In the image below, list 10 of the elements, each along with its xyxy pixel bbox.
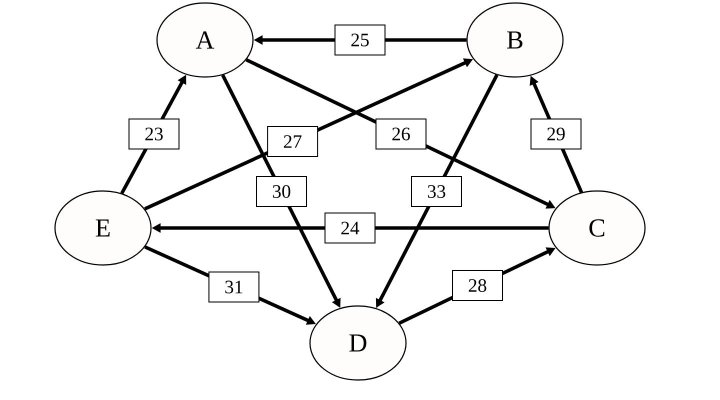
edge-label: 23 [128, 118, 180, 150]
edge-label: 30 [256, 176, 307, 207]
edge-label: 27 [267, 126, 318, 157]
edge-label: 26 [376, 118, 426, 150]
edge-label: 33 [411, 176, 462, 207]
edge-label: 28 [452, 270, 503, 301]
edge-label: 29 [530, 118, 582, 150]
edge-label: 25 [334, 24, 386, 56]
edge-label: 31 [208, 272, 260, 303]
edge-label: 24 [324, 212, 376, 244]
